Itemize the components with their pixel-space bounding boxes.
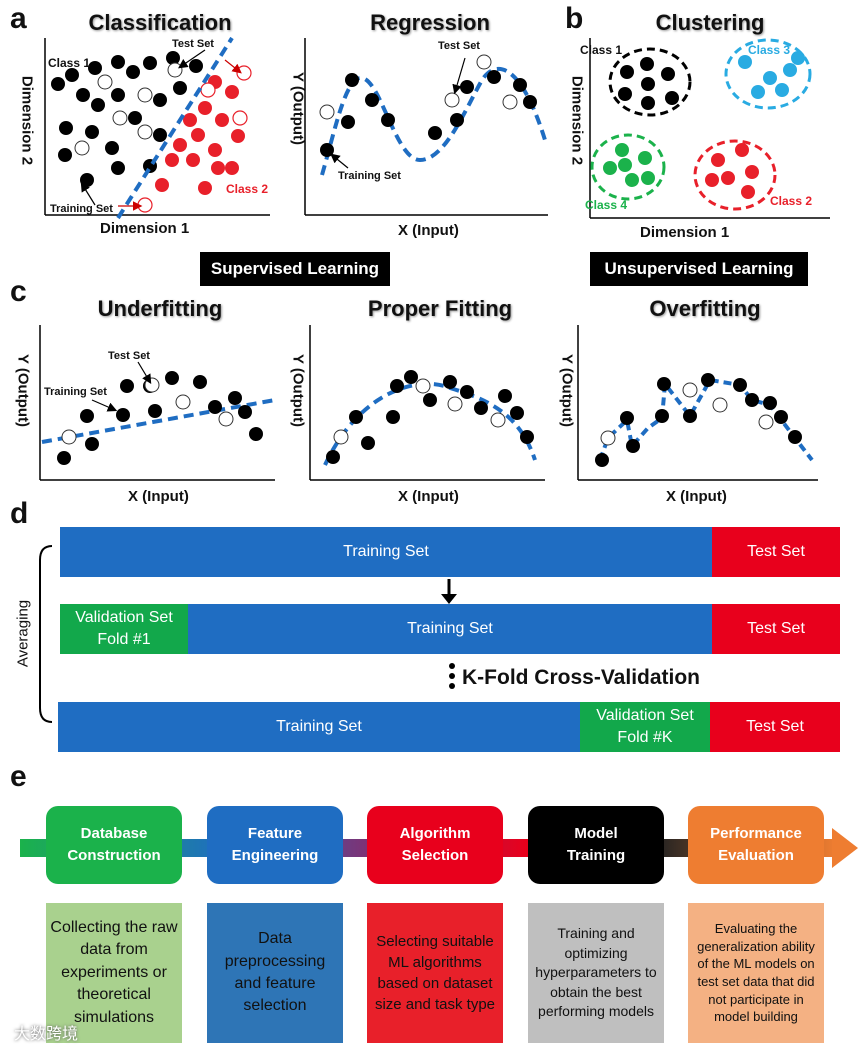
panel-letter-e: e [10, 760, 27, 793]
cluster-blue [724, 38, 812, 110]
overfitting-ylabel: Y (Output) [558, 353, 576, 428]
class2-label: Class 2 [226, 182, 269, 196]
classification-test-set-label: Test Set [172, 38, 214, 50]
classification-title: Classification [88, 10, 232, 35]
underfitting-ylabel: Y (Output) [14, 353, 32, 428]
underfitting-line [41, 398, 276, 444]
cluster-green [590, 133, 666, 201]
regression-test-points [319, 54, 518, 120]
class1-label: Class 1 [48, 56, 91, 70]
averaging-bracket [39, 545, 53, 723]
cluster3-label: Class 3 [748, 43, 791, 57]
regression-ylabel: Y (Output) [289, 71, 307, 146]
supervised-learning-band: Supervised Learning [200, 252, 390, 286]
class2-points [155, 75, 245, 195]
class1-test-points [74, 62, 183, 156]
regression-test-set-label: Test Set [438, 40, 480, 52]
underfitting-title: Underfitting [97, 296, 223, 321]
overfitting-xlabel: X (Input) [666, 488, 727, 505]
clustering-title: Clustering [655, 10, 765, 35]
desc-feature-engineering: Data preprocessing and feature selection [207, 903, 343, 1043]
cv-rowk-test: Test Set [710, 702, 840, 752]
clustering-xlabel: Dimension 1 [640, 224, 730, 241]
cv-row1-test: Test Set [712, 527, 840, 577]
kfold-label: K-Fold Cross-Validation [462, 666, 701, 689]
classification-training-set-label: Training Set [50, 203, 113, 215]
cv-rowk-validation: Validation Set Fold #K [580, 702, 710, 752]
panel-letter-d: d [10, 497, 29, 530]
underfitting-test-set-label: Test Set [108, 350, 150, 362]
panel-letter-c: c [10, 275, 27, 308]
averaging-label: Averaging [14, 599, 32, 668]
regression-training-points [320, 70, 537, 157]
regression-curve [320, 66, 547, 176]
desc-model-training: Training and optimizing hyperparameters … [528, 903, 664, 1043]
classification-ylabel: Dimension 2 [18, 75, 36, 166]
decision-boundary [116, 36, 234, 220]
regression-title: Regression [370, 10, 490, 35]
cv-row2-test: Test Set [712, 604, 840, 654]
proper-fitting-xlabel: X (Input) [398, 488, 459, 505]
cross-validation-decorations [39, 545, 457, 723]
panel-letter-b: b [565, 2, 584, 35]
cv-rowk-training: Training Set [58, 702, 580, 752]
proper-fitting-title: Proper Fitting [367, 296, 513, 321]
overfitting-title: Overfitting [649, 296, 761, 321]
proper-fitting-ylabel: Y (Output) [289, 353, 307, 428]
clustering-ylabel: Dimension 2 [568, 75, 586, 166]
underfitting-training-set-label: Training Set [44, 386, 107, 398]
regression-xlabel: X (Input) [398, 222, 459, 239]
regression-training-set-label: Training Set [338, 170, 401, 182]
class1-points [51, 51, 203, 187]
classification-xlabel: Dimension 1 [100, 220, 190, 237]
down-arrow-icon [441, 594, 457, 604]
classification-regression-clustering-plots [44, 36, 830, 220]
underfitting-xlabel: X (Input) [128, 488, 189, 505]
desc-performance-evaluation: Evaluating the generalization ability of… [688, 903, 824, 1043]
cluster2-label: Class 2 [770, 194, 813, 208]
arrow-head-icon [832, 828, 858, 868]
cv-row2-training: Training Set [188, 604, 712, 654]
cluster-black [608, 47, 692, 117]
fitting-plots [39, 325, 818, 481]
desc-database-construction: Collecting the raw data from experiments… [46, 903, 182, 1043]
cv-row2-validation: Validation Set Fold #1 [60, 604, 188, 654]
unsupervised-learning-band: Unsupervised Learning [590, 252, 808, 286]
cluster4-label: Class 4 [585, 198, 628, 212]
desc-algorithm-selection: Selecting suitable ML algorithms based o… [367, 903, 503, 1043]
watermark: 大数跨境 [14, 1026, 79, 1043]
cluster1-label: Class 1 [580, 43, 623, 57]
cv-row1-training: Training Set [60, 527, 712, 577]
panel-letter-a: a [10, 2, 27, 35]
cluster-red [693, 139, 777, 211]
